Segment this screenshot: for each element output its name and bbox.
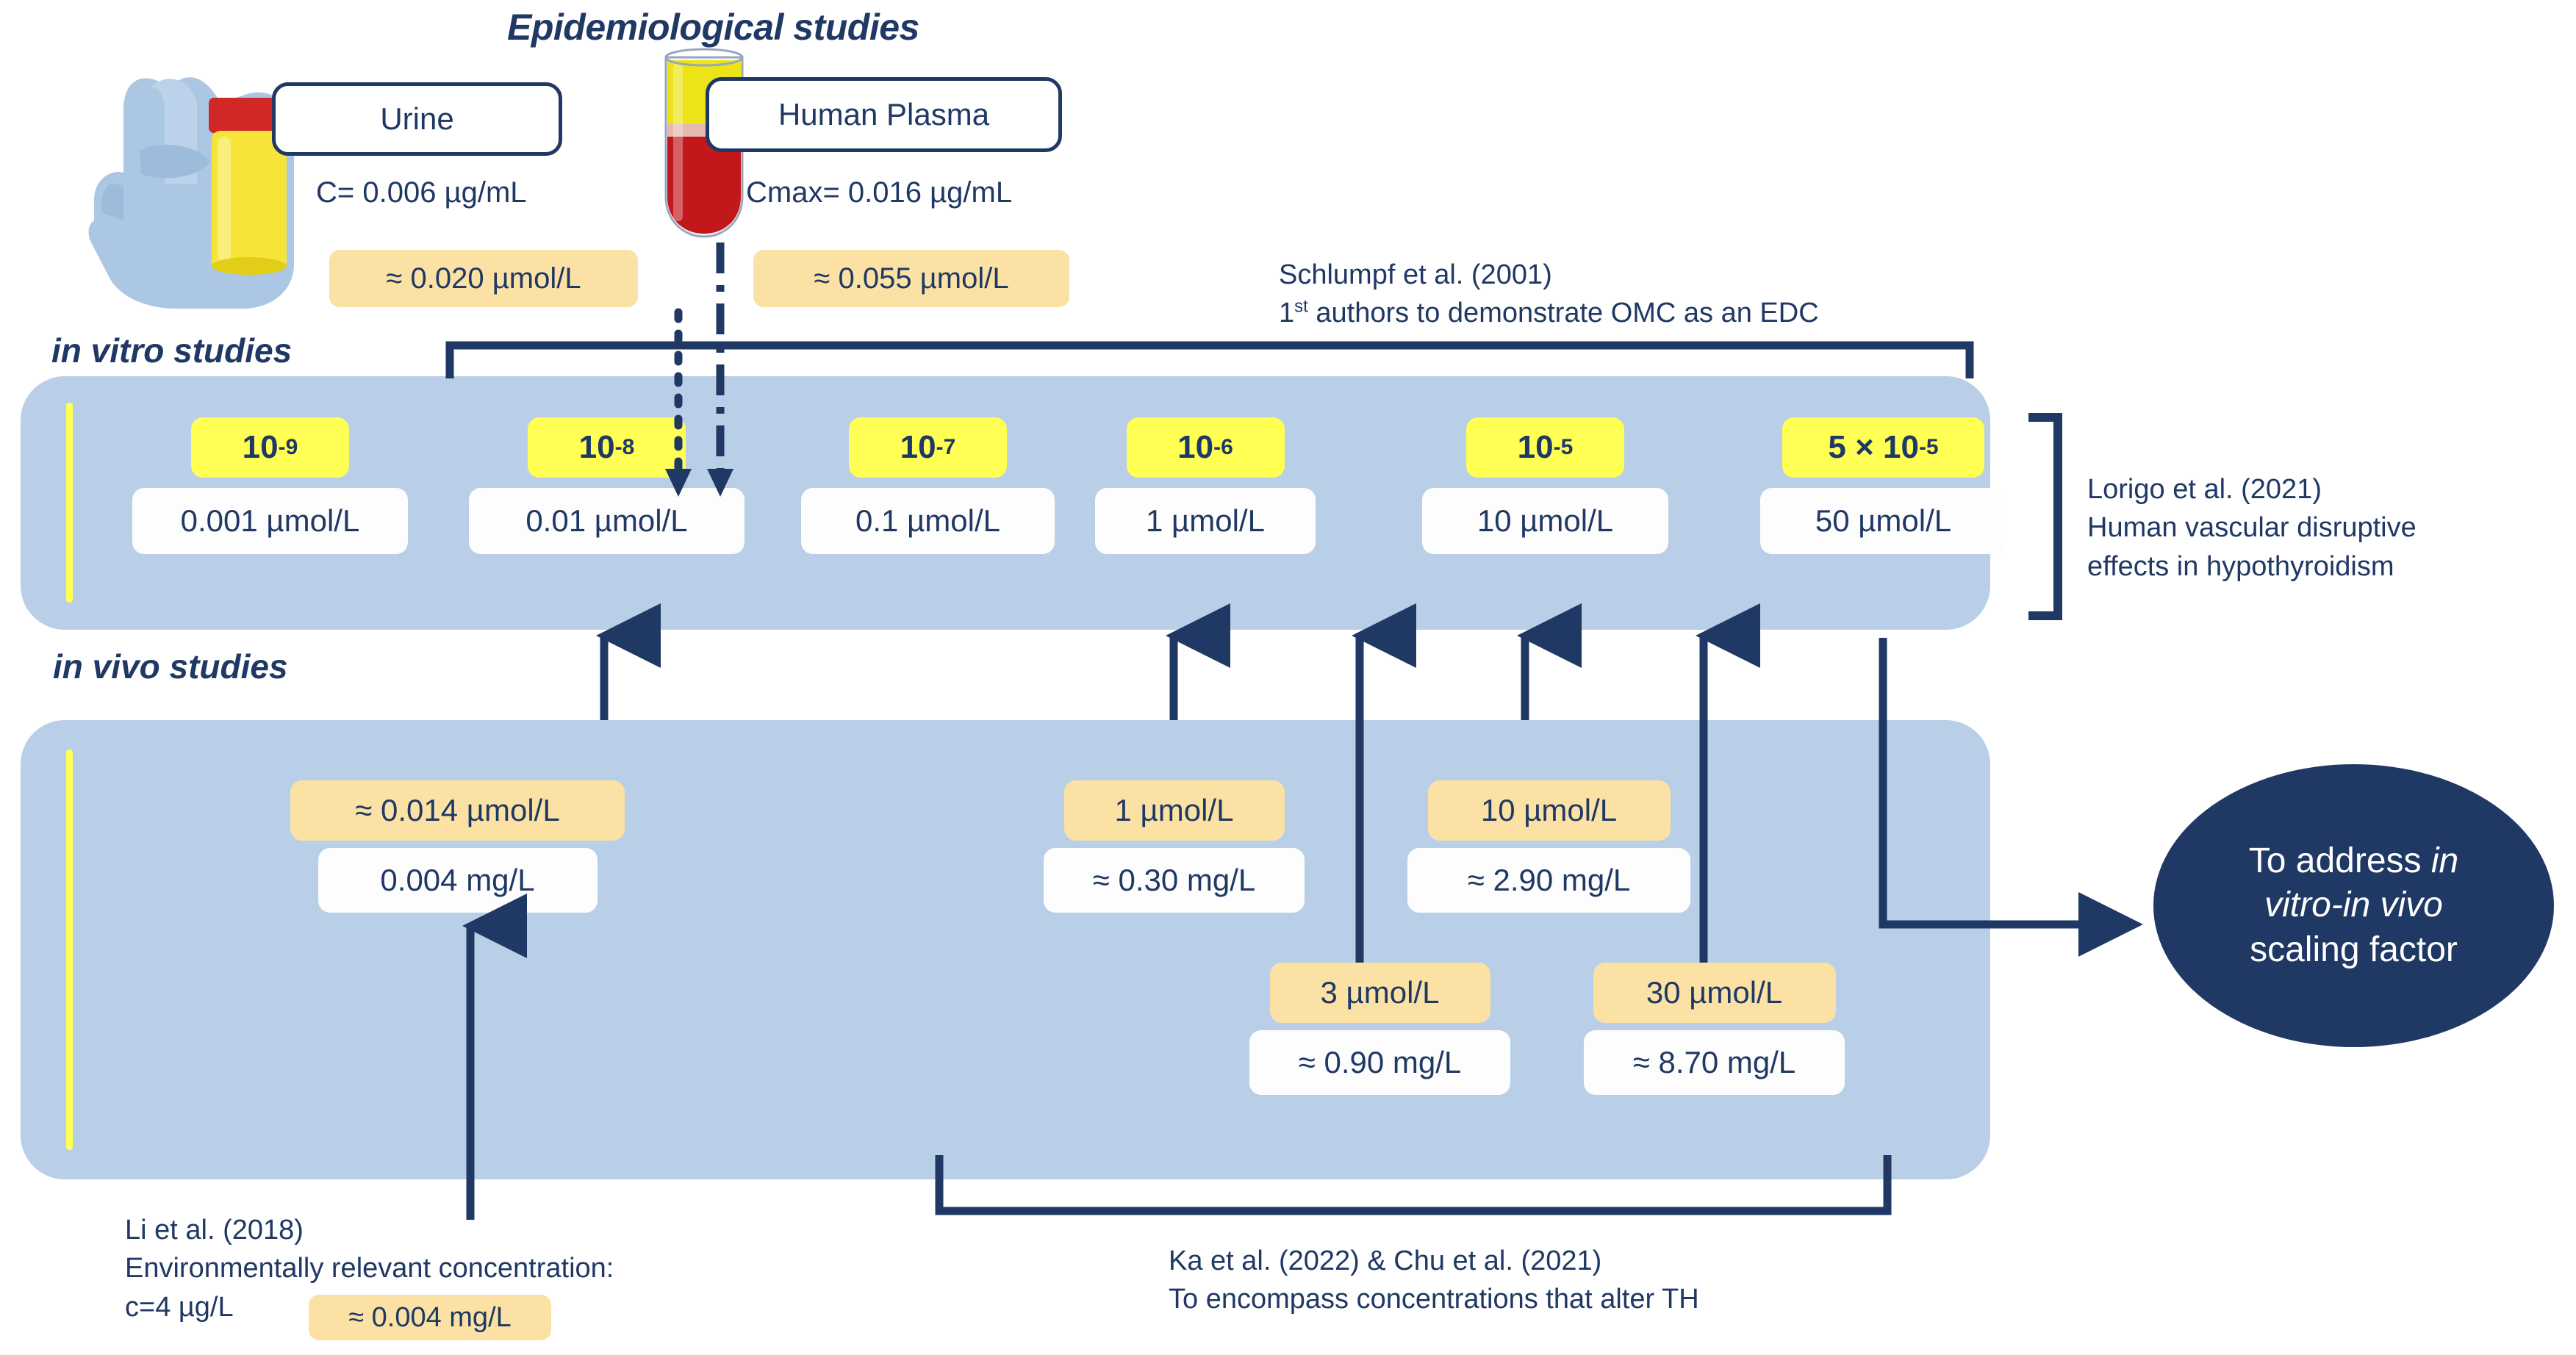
sample-label-urine: Urine bbox=[380, 101, 454, 136]
exponent-chip: 10-6 bbox=[1126, 417, 1285, 478]
exponent-value: -5 bbox=[1918, 435, 1939, 459]
in-vitro-column-6: 5 × 10-5 50 µmol/L bbox=[1760, 417, 2006, 554]
exponent-value: -6 bbox=[1213, 435, 1233, 459]
schlumpf-line-2-rest: authors to demonstrate OMC as an EDC bbox=[1307, 298, 1819, 329]
molar-chip: 10 µmol/L bbox=[1422, 488, 1668, 554]
exponent-chip: 10-8 bbox=[528, 417, 686, 478]
in-vitro-column-5: 10-5 10 µmol/L bbox=[1422, 417, 1668, 554]
lorigo-line-1: Lorigo et al. (2021) bbox=[2087, 474, 2322, 505]
callout-line-3: scaling factor bbox=[2250, 930, 2458, 969]
schlumpf-line-2: 1st authors to demonstrate OMC as an EDC bbox=[1279, 294, 1819, 332]
sample-box-urine[interactable]: Urine bbox=[272, 82, 562, 156]
in-vivo-group-5: 30 µmol/L ≈ 8.70 mg/L bbox=[1584, 963, 1845, 1095]
section-title-in-vitro: in vitro studies bbox=[51, 331, 293, 370]
page-title: Epidemiological studies bbox=[507, 7, 919, 48]
exponent-value: -8 bbox=[614, 435, 635, 459]
molar-chip: 1 µmol/L bbox=[1095, 488, 1316, 554]
mass-chip: ≈ 0.30 mg/L bbox=[1044, 848, 1305, 913]
molar-chip: 0.001 µmol/L bbox=[132, 488, 408, 554]
exponent-chip: 10-7 bbox=[849, 417, 1007, 478]
callout-line-1-prefix: To address bbox=[2248, 841, 2431, 880]
ka-annotation: Ka et al. (2022) & Chu et al. (2021) To … bbox=[1169, 1242, 1699, 1319]
schlumpf-line-1: Schlumpf et al. (2001) bbox=[1279, 259, 1552, 290]
exponent-base: 10 bbox=[900, 429, 936, 465]
mass-chip: ≈ 0.90 mg/L bbox=[1249, 1030, 1510, 1095]
in-vivo-group-1: ≈ 0.014 µmol/L 0.004 mg/L bbox=[290, 780, 625, 913]
molar-chip: 1 µmol/L bbox=[1063, 780, 1285, 841]
sample-label-plasma: Human Plasma bbox=[778, 97, 990, 132]
li-line-3: c=4 µg/L bbox=[125, 1291, 234, 1323]
in-vivo-group-2: 1 µmol/L ≈ 0.30 mg/L bbox=[1044, 780, 1305, 913]
li-annotation: Li et al. (2018) Environmentally relevan… bbox=[125, 1211, 614, 1326]
in-vivo-group-3: 10 µmol/L ≈ 2.90 mg/L bbox=[1407, 780, 1690, 913]
exponent-base: 5 × 10 bbox=[1828, 429, 1919, 465]
in-vivo-group-4: 3 µmol/L ≈ 0.90 mg/L bbox=[1249, 963, 1510, 1095]
molar-chip: ≈ 0.014 µmol/L bbox=[290, 780, 625, 841]
panel-accent-bar-in-vivo bbox=[66, 750, 73, 1150]
li-line-1: Li et al. (2018) bbox=[125, 1215, 304, 1246]
plasma-molar-chip: ≈ 0.055 µmol/L bbox=[753, 250, 1069, 307]
molar-chip: 30 µmol/L bbox=[1593, 963, 1836, 1023]
exponent-chip: 10-9 bbox=[191, 417, 349, 478]
mass-chip: ≈ 2.90 mg/L bbox=[1407, 848, 1690, 913]
in-vitro-column-3: 10-7 0.1 µmol/L bbox=[801, 417, 1055, 554]
in-vitro-column-2: 10-8 0.01 µmol/L bbox=[469, 417, 745, 554]
schlumpf-annotation: Schlumpf et al. (2001) 1st authors to de… bbox=[1279, 256, 1819, 333]
exponent-value: -9 bbox=[278, 435, 298, 459]
section-title-in-vivo: in vivo studies bbox=[53, 647, 288, 686]
callout-line-2-italic: vitro-in vivo bbox=[2264, 885, 2443, 925]
schlumpf-ordinal-num: 1 bbox=[1279, 298, 1295, 329]
sample-box-plasma[interactable]: Human Plasma bbox=[706, 77, 1062, 152]
schlumpf-ordinal-suffix: st bbox=[1294, 296, 1308, 317]
lorigo-bracket bbox=[2028, 413, 2062, 620]
li-line-2: Environmentally relevant concentration: bbox=[125, 1253, 614, 1284]
lorigo-annotation: Lorigo et al. (2021) Human vascular disr… bbox=[2087, 470, 2558, 586]
exponent-chip: 5 × 10-5 bbox=[1782, 417, 1984, 478]
urine-molar-chip: ≈ 0.020 µmol/L bbox=[329, 250, 638, 307]
mass-chip: ≈ 8.70 mg/L bbox=[1584, 1030, 1845, 1095]
li-mass-chip: ≈ 0.004 mg/L bbox=[309, 1295, 551, 1340]
exponent-value: -5 bbox=[1553, 435, 1574, 459]
exponent-value: -7 bbox=[936, 435, 956, 459]
molar-chip: 3 µmol/L bbox=[1269, 963, 1490, 1023]
mass-chip: 0.004 mg/L bbox=[317, 848, 598, 913]
lorigo-line-3: effects in hypothyroidism bbox=[2087, 550, 2394, 582]
molar-chip: 10 µmol/L bbox=[1427, 780, 1671, 841]
plasma-concentration-label: Cmax= 0.016 µg/mL bbox=[746, 176, 1013, 209]
molar-chip: 0.1 µmol/L bbox=[801, 488, 1055, 554]
exponent-base: 10 bbox=[1177, 429, 1214, 465]
exponent-chip: 10-5 bbox=[1466, 417, 1624, 478]
scaling-factor-callout: To address in vitro-in vivo scaling fact… bbox=[2153, 764, 2554, 1047]
in-vitro-column-1: 10-9 0.001 µmol/L bbox=[132, 417, 408, 554]
exponent-base: 10 bbox=[242, 429, 279, 465]
exponent-base: 10 bbox=[578, 429, 615, 465]
ka-line-1: Ka et al. (2022) & Chu et al. (2021) bbox=[1169, 1246, 1602, 1276]
molar-chip: 0.01 µmol/L bbox=[469, 488, 745, 554]
callout-line-1-italic: in bbox=[2430, 841, 2459, 880]
lorigo-line-2: Human vascular disruptive bbox=[2087, 512, 2417, 544]
exponent-base: 10 bbox=[1517, 429, 1554, 465]
panel-accent-bar-in-vitro bbox=[66, 403, 73, 603]
in-vitro-column-4: 10-6 1 µmol/L bbox=[1095, 417, 1316, 554]
schlumpf-bracket bbox=[445, 341, 1974, 378]
urine-concentration-label: C= 0.006 µg/mL bbox=[316, 176, 527, 209]
ka-line-2: To encompass concentrations that alter T… bbox=[1169, 1284, 1699, 1315]
molar-chip: 50 µmol/L bbox=[1760, 488, 2006, 554]
